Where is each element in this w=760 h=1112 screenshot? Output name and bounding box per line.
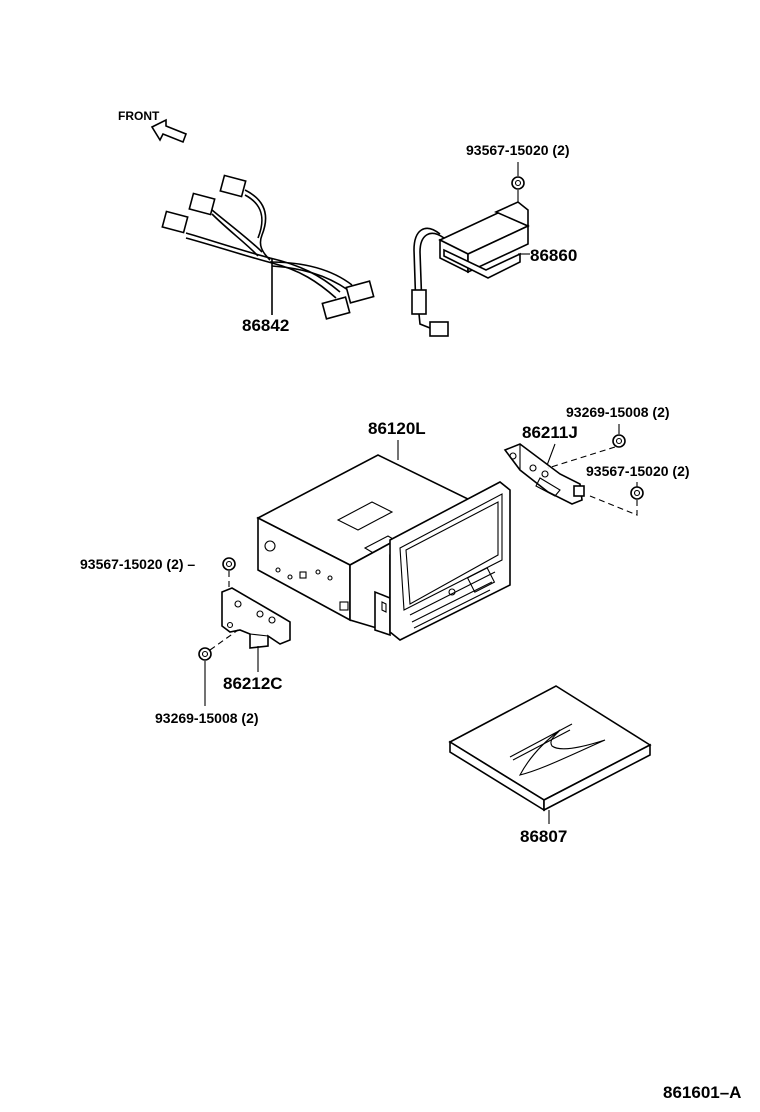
box-screw-part-number: 93567-15020 (2) bbox=[466, 142, 570, 158]
right-screw-dash-line bbox=[589, 495, 638, 516]
right-nut-part-number: 93269-15008 (2) bbox=[566, 404, 670, 420]
diagram-code: 861601–A bbox=[663, 1083, 741, 1102]
right-nut-icon bbox=[612, 434, 626, 448]
right-screw-icon bbox=[630, 486, 644, 500]
map-disc-case-part-number: 86807 bbox=[520, 827, 567, 846]
left-nut-part-number: 93269-15008 (2) bbox=[155, 710, 259, 726]
front-arrow-icon bbox=[150, 118, 188, 144]
wire-harness-drawing bbox=[161, 174, 375, 320]
left-nut-icon bbox=[198, 647, 212, 661]
amplifier-box-part-number: 86860 bbox=[530, 246, 577, 265]
wire-harness-part-number: 86842 bbox=[242, 316, 289, 335]
left-bracket-part-number: 86212C bbox=[223, 674, 283, 693]
right-bracket-part-number: 86211J bbox=[522, 423, 578, 442]
right-nut-dash-line bbox=[547, 446, 616, 469]
left-screw-part-number: 93567-15020 (2) – bbox=[80, 556, 195, 572]
box-screw-icon bbox=[511, 176, 525, 190]
left-screw-icon bbox=[222, 557, 236, 571]
left-bracket-drawing bbox=[221, 587, 291, 649]
left-nut-dash-line bbox=[209, 629, 239, 651]
front-label: FRONT bbox=[118, 109, 160, 123]
display-receiver-part-number: 86120L bbox=[368, 419, 426, 438]
right-bracket-drawing bbox=[503, 443, 585, 505]
right-screw-part-number: 93567-15020 (2) bbox=[586, 463, 690, 479]
map-disc-case-drawing bbox=[448, 685, 652, 812]
amplifier-box-drawing bbox=[411, 201, 530, 337]
display-receiver-drawing bbox=[256, 454, 511, 641]
